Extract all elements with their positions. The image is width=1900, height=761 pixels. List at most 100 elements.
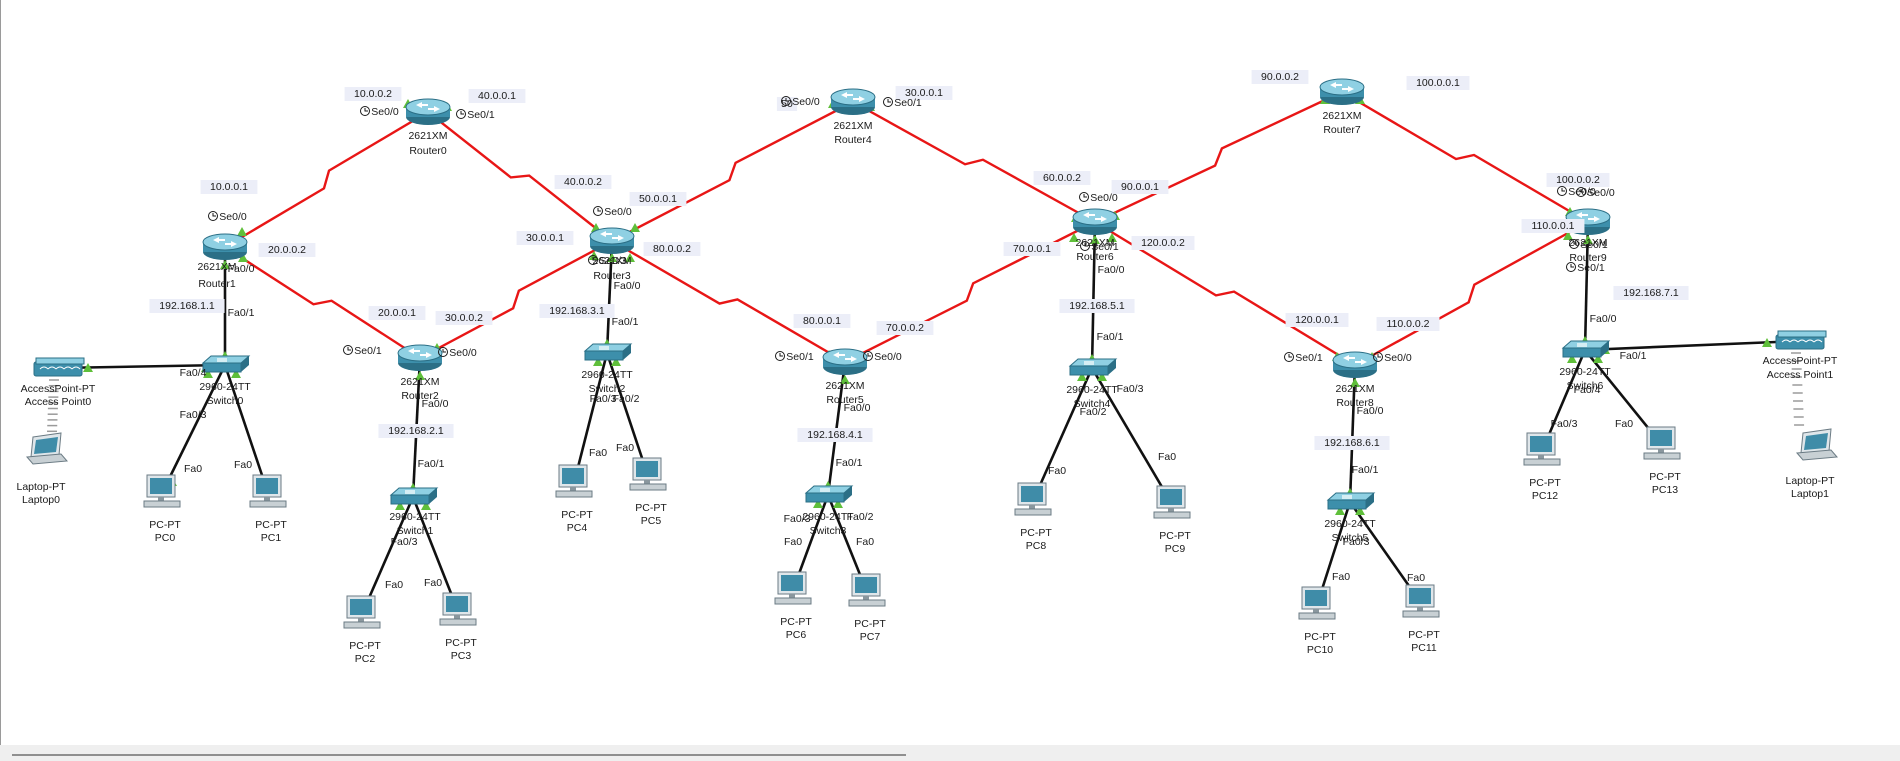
- port-label-text: Fa0: [589, 447, 607, 459]
- link-switch1-pc3-ethernet[interactable]: [411, 496, 460, 612]
- pc6-device[interactable]: [774, 571, 812, 605]
- switch3-device[interactable]: [804, 485, 854, 503]
- switch4-device[interactable]: [1068, 358, 1118, 376]
- port-label-text: Fa0: [1407, 572, 1425, 584]
- link-switch1-pc2-ethernet[interactable]: [360, 496, 415, 615]
- switch5-device[interactable]: [1326, 492, 1376, 510]
- link-switch4-pc8-ethernet[interactable]: [1031, 367, 1094, 502]
- pc4-device[interactable]: [555, 464, 593, 498]
- link-switch0-pc1-ethernet[interactable]: [223, 364, 270, 494]
- port-label: Fa0: [184, 463, 202, 475]
- horizontal-scrollbar[interactable]: [0, 745, 1900, 761]
- clock-icon: [1576, 187, 1586, 197]
- link-router0-router3-serial[interactable]: [427, 111, 613, 242]
- router7-name-label: Router7: [1323, 124, 1361, 136]
- port-label: Fa0: [1048, 465, 1066, 477]
- laptop1-model-label: Laptop-PT: [1785, 475, 1835, 487]
- network-topology-canvas[interactable]: 2621XMRouter02621XMRouter12621XMRouter22…: [0, 0, 1900, 745]
- router4-device[interactable]: [830, 88, 876, 115]
- pc13-device[interactable]: [1643, 426, 1681, 460]
- router3-device[interactable]: [589, 227, 635, 254]
- ap1-device[interactable]: [1775, 330, 1827, 350]
- port-label-text: Fa0/1: [418, 458, 445, 470]
- link-router4-router6-serial[interactable]: [852, 100, 1096, 224]
- router8-device[interactable]: [1332, 351, 1378, 378]
- router5-device[interactable]: [822, 348, 868, 375]
- switch1-device[interactable]: [389, 487, 439, 505]
- link-router2-router3-serial[interactable]: [419, 239, 613, 360]
- switch2-device[interactable]: [583, 343, 633, 361]
- scrollbar-thumb[interactable]: [12, 754, 906, 756]
- clock-icon: [588, 255, 598, 265]
- link-router6-switch4-ethernet[interactable]: [1090, 221, 1097, 369]
- link-router7-router9-serial[interactable]: [1341, 90, 1589, 224]
- router8-name-label: Router8: [1336, 397, 1374, 409]
- pc5-device[interactable]: [629, 457, 667, 491]
- pc9-device[interactable]: [1153, 485, 1191, 519]
- link-router3-router4-serial[interactable]: [611, 100, 854, 243]
- ip-label: 30.0.0.1: [895, 86, 953, 100]
- switch0-device[interactable]: [201, 355, 251, 373]
- router8-model-label: 2621XM: [1335, 383, 1374, 395]
- clock-icon: [775, 351, 785, 361]
- link-switch2-pc4-ethernet[interactable]: [572, 352, 609, 484]
- link-switch6-pc13-status-a: [1593, 354, 1603, 363]
- ip-label-text: 30.0.0.1: [526, 232, 564, 244]
- link-router0-router1-serial[interactable]: [224, 110, 429, 249]
- port-label-text: Se0/1: [1295, 352, 1323, 364]
- pc3-model-label: PC-PT: [445, 637, 477, 649]
- pc1-device[interactable]: [249, 474, 287, 508]
- router1-device[interactable]: [202, 233, 248, 260]
- link-switch0-pc0-ethernet[interactable]: [160, 364, 227, 494]
- clock-icon: [456, 109, 466, 119]
- pc5-name-label: PC5: [641, 515, 662, 527]
- port-label-text: Se0/1: [1091, 241, 1119, 253]
- switch6-device[interactable]: [1561, 340, 1611, 358]
- clock-icon: [593, 206, 603, 216]
- link-switch4-pc9-ethernet[interactable]: [1090, 367, 1174, 505]
- ip-label: 20.0.0.1: [368, 306, 426, 320]
- link-switch2-pc5-ethernet[interactable]: [605, 352, 650, 477]
- pc8-device[interactable]: [1014, 482, 1052, 516]
- link-router6-router8-serial[interactable]: [1094, 220, 1356, 367]
- router7-device[interactable]: [1319, 78, 1365, 105]
- router6-device[interactable]: [1072, 208, 1118, 235]
- port-label: Se0/0: [208, 211, 247, 223]
- link-ap1-switch6-ethernet[interactable]: [1584, 339, 1801, 352]
- router2-device[interactable]: [397, 344, 443, 371]
- pc3-device[interactable]: [439, 592, 477, 626]
- ap0-device[interactable]: [33, 357, 85, 377]
- ip-label: 20.0.0.2: [258, 243, 316, 257]
- port-label-text: Fa0: [784, 536, 802, 548]
- pc10-device[interactable]: [1298, 586, 1336, 620]
- link-router6-router7-serial[interactable]: [1094, 90, 1343, 224]
- port-label-text: Se0/1: [467, 109, 495, 121]
- link-switch3-pc7-status-a: [833, 499, 843, 508]
- laptop0-device[interactable]: [25, 432, 69, 465]
- router0-device[interactable]: [405, 98, 451, 125]
- pc0-device[interactable]: [143, 474, 181, 508]
- port-label: Se0/0: [438, 347, 477, 359]
- pc2-device[interactable]: [343, 595, 381, 629]
- pc12-device[interactable]: [1523, 432, 1561, 466]
- pc7-device[interactable]: [848, 573, 886, 607]
- clock-icon: [1569, 239, 1579, 249]
- port-label-text: Se0/1: [894, 97, 922, 109]
- laptop1-device[interactable]: [1795, 428, 1839, 461]
- port-label: Se0/0: [1373, 352, 1412, 364]
- link-router8-switch5-ethernet[interactable]: [1348, 364, 1357, 503]
- port-label: Fa0/1: [1620, 350, 1647, 362]
- ip-label-text: 192.168.3.1: [549, 305, 605, 317]
- pc11-device[interactable]: [1402, 584, 1440, 618]
- port-label: Fa0: [1158, 451, 1176, 463]
- ip-label: 192.168.6.1: [1314, 436, 1390, 450]
- pc6-name-label: PC6: [786, 629, 807, 641]
- port-label: Fa0/3: [784, 513, 811, 525]
- switch6-model-label: 2960-24TT: [1559, 366, 1611, 378]
- ip-label: 50.0.0.1: [629, 192, 687, 206]
- link-router1-router2-serial[interactable]: [224, 245, 421, 360]
- link-router3-router5-serial[interactable]: [611, 239, 846, 364]
- link-router8-router9-serial[interactable]: [1354, 220, 1589, 367]
- laptop0-name-label: Laptop0: [22, 494, 60, 506]
